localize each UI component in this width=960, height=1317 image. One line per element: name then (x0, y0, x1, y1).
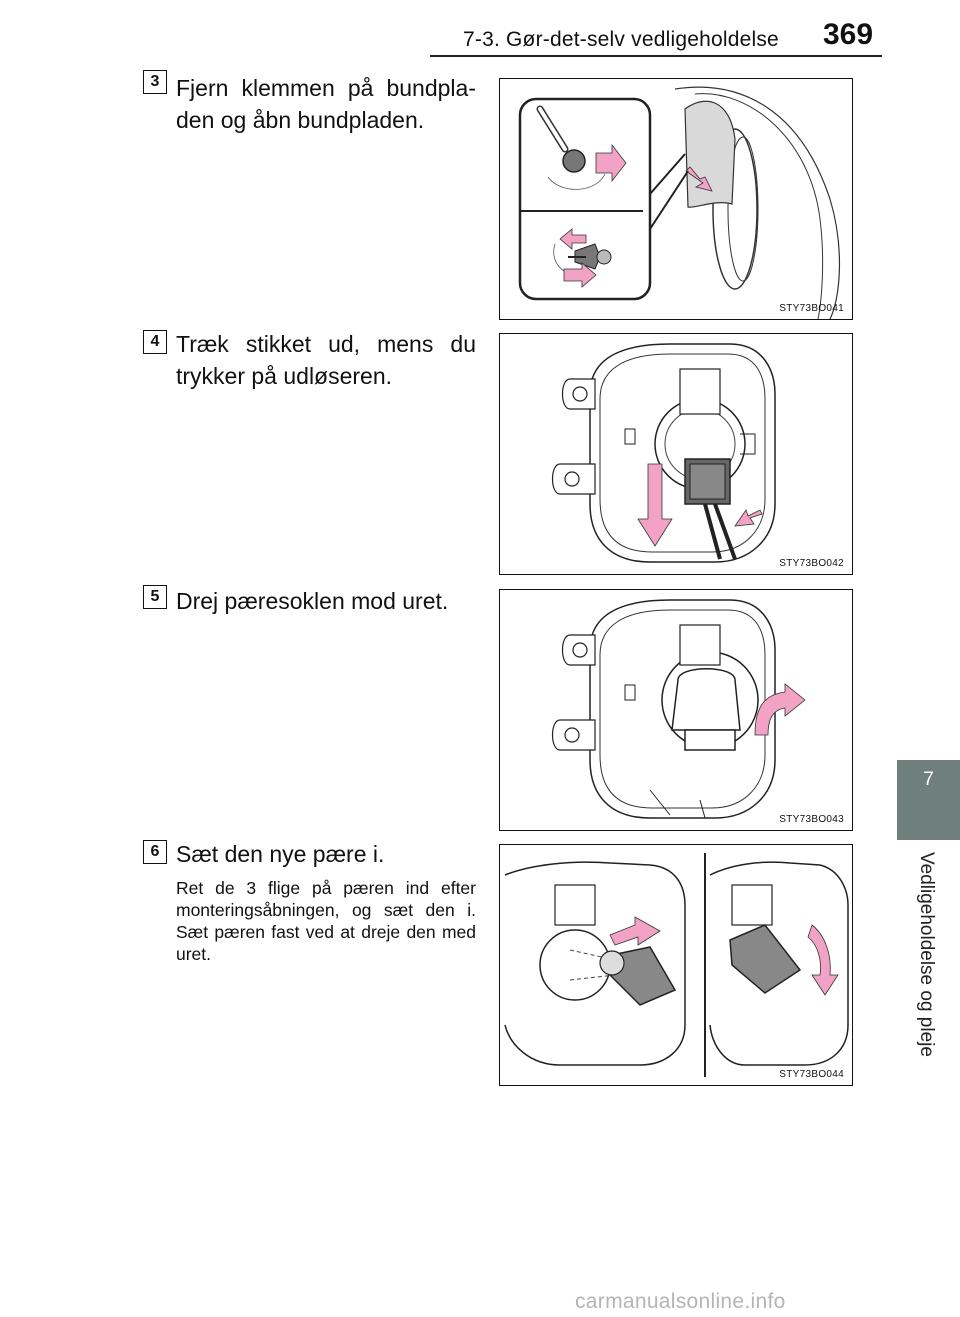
figure-code-4: STY73BO042 (779, 558, 844, 569)
step-number-3: 3 (143, 70, 167, 94)
chapter-tab[interactable]: 7 (897, 760, 960, 840)
figure-code-6: STY73BO044 (779, 1069, 844, 1080)
watermark: carmanualsonline.info (575, 1290, 786, 1313)
figure-step-4: STY73BO042 (499, 333, 853, 575)
step-note-6: Ret de 3 flige på pæren ind efter monter… (176, 878, 476, 964)
figure-code-3: STY73BO041 (779, 303, 844, 314)
figure-code-5: STY73BO043 (779, 814, 844, 825)
bulb-socket-rotate-illustration (551, 599, 806, 819)
figure-step-6: STY73BO044 (499, 844, 853, 1086)
section-title: 7-3. Gør-det-selv vedligeholdelse (463, 28, 779, 51)
chapter-side-title: Vedligeholdelse og pleje (909, 852, 937, 1172)
step-text-6: Sæt den nye pære i. (176, 841, 385, 867)
step-text-4: Træk stikket ud, mens du trykker på udlø… (176, 331, 476, 389)
chapter-title: Vedligeholdelse og pleje (916, 852, 937, 1057)
connector-release-illustration (551, 343, 776, 563)
figure-step-5: STY73BO043 (499, 589, 853, 831)
fog-lamp-cover-illustration (518, 86, 841, 319)
insert-new-bulb-illustration (504, 853, 849, 1077)
step-number-5: 5 (143, 585, 167, 609)
step-number-4: 4 (143, 330, 167, 354)
step-text-5: Drej pæresoklen mod uret. (176, 588, 449, 614)
step-number-6: 6 (143, 840, 167, 864)
step-text-3: Fjern klemmen på bundpla-den og åbn bund… (176, 75, 476, 133)
page-number: 369 (823, 18, 874, 51)
figure-step-3: STY73BO041 (499, 78, 853, 320)
header-rule (430, 55, 882, 57)
